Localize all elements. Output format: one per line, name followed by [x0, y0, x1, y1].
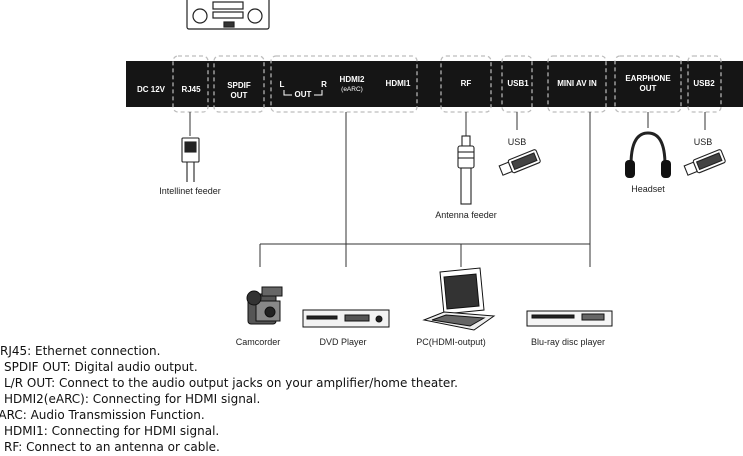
note-earc: eARC: Audio Transmission Function.	[0, 408, 205, 422]
connector-lines	[189, 112, 706, 267]
usb-stick-icon	[683, 149, 726, 176]
note-lr-out: L/R OUT: Connect to the audio output jac…	[4, 376, 458, 390]
port-earphone-out-label: OUT	[640, 84, 657, 93]
usb2-device-label: USB	[694, 137, 713, 147]
camcorder-icon	[246, 286, 283, 325]
port-usb2-label: USB2	[693, 79, 715, 88]
ethernet-plug-icon	[181, 137, 200, 182]
audio-system-icon	[186, 0, 270, 30]
blu-ray-player-label: Blu-ray disc player	[531, 337, 605, 347]
usb-stick-icon	[498, 149, 541, 176]
dvd-player-label: DVD Player	[319, 337, 366, 347]
camcorder-label: Camcorder	[236, 337, 281, 347]
note-rf: RF: Connect to an antenna or cable.	[4, 440, 220, 454]
port-hdmi1-label: HDMI1	[386, 79, 411, 88]
headset-label: Headset	[631, 184, 665, 194]
port-earphone-label: EARPHONE	[625, 74, 671, 83]
note-spdif-out: SPDIF OUT: Digital audio output.	[4, 360, 198, 374]
antenna-feeder-label: Antenna feeder	[435, 210, 497, 220]
pc-hdmi-output-label: PC(HDMI-output)	[416, 337, 486, 347]
port-r-label: R	[321, 80, 327, 89]
intellinet-feeder-label: Intellinet feeder	[159, 186, 221, 196]
port-rf-label: RF	[461, 79, 472, 88]
port-dc-12v-label: DC 12V	[137, 85, 166, 94]
port-lr-out-label: OUT	[295, 90, 312, 99]
port-l-label: L	[280, 80, 285, 89]
port-spdif-label: SPDIF	[227, 81, 251, 90]
laptop-icon	[422, 267, 496, 331]
note-rj45: RJ45: Ethernet connection.	[0, 344, 161, 358]
note-hdmi2-earc: HDMI2(eARC): Connecting for HDMI signal.	[4, 392, 261, 406]
port-earc-label: (eARC)	[341, 86, 363, 93]
blu-ray-player-icon	[526, 310, 613, 327]
port-spdif-out-label: OUT	[231, 91, 248, 100]
dvd-player-icon	[302, 309, 390, 328]
port-hdmi2-label: HDMI2	[340, 75, 365, 84]
antenna-connector-icon	[457, 135, 475, 205]
port-mini-av-in-label: MINI AV IN	[557, 79, 597, 88]
usb1-device-label: USB	[508, 137, 527, 147]
rear-panel	[126, 61, 743, 107]
note-hdmi1: HDMI1: Connecting for HDMI signal.	[4, 424, 220, 438]
port-usb1-label: USB1	[507, 79, 529, 88]
port-rj45-label: RJ45	[181, 85, 201, 94]
headset-icon	[625, 131, 671, 178]
